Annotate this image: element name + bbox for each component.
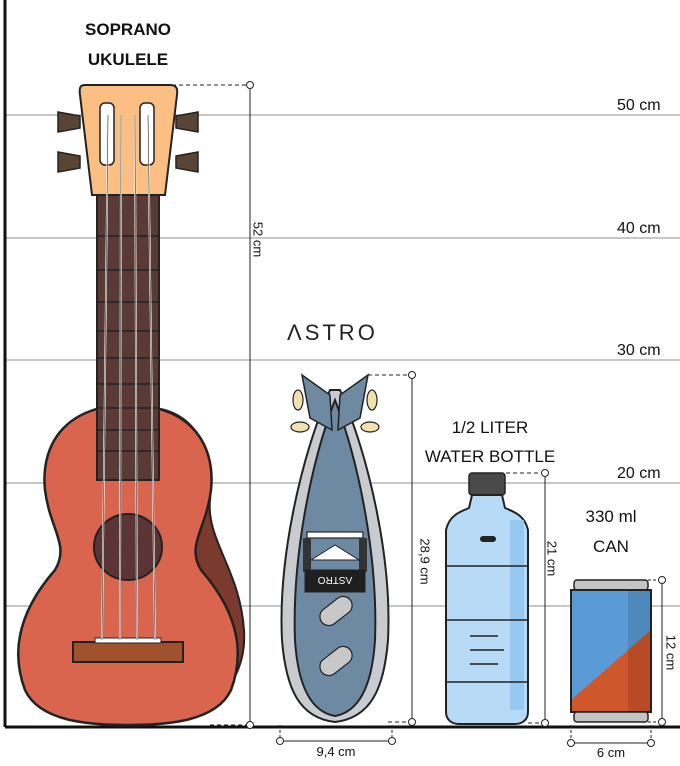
ukulele-dimension <box>165 81 254 729</box>
ukulele-height-label: 52 cm <box>250 221 266 258</box>
grid-label-30: 30 cm <box>617 342 661 359</box>
grid-label-20: 20 cm <box>617 465 661 482</box>
ukulele <box>17 84 246 727</box>
can-dimension <box>567 576 666 747</box>
bottle-title-line2: WATER BOTTLE <box>424 447 556 466</box>
water-bottle <box>445 472 529 725</box>
can-title-line2: CAN <box>593 537 629 556</box>
can <box>570 579 652 723</box>
kayak-brand-logo: ΛSTRO <box>287 320 378 345</box>
can-title-line1: 330 ml <box>585 507 637 526</box>
can-width-label: 6 cm <box>596 745 626 760</box>
grid-label-40: 40 cm <box>617 220 661 237</box>
kayak-height-label: 28,9 cm <box>417 538 433 585</box>
kayak-dimension <box>276 371 416 745</box>
kayak <box>280 373 390 724</box>
bottle-title-line1: 1/2 LITER <box>451 418 529 437</box>
can-height-label: 12 cm <box>663 634 679 671</box>
ukulele-title-line1: SOPRANO <box>85 20 171 39</box>
bottle-height-label: 21 cm <box>544 540 560 577</box>
ukulele-title-line2: UKULELE <box>87 50 169 69</box>
bottle-dimension <box>506 469 549 727</box>
kayak-width-label: 9,4 cm <box>316 744 356 759</box>
kayak-seat-text: ΛSTRO <box>317 574 353 585</box>
grid-label-50: 50 cm <box>617 97 661 114</box>
